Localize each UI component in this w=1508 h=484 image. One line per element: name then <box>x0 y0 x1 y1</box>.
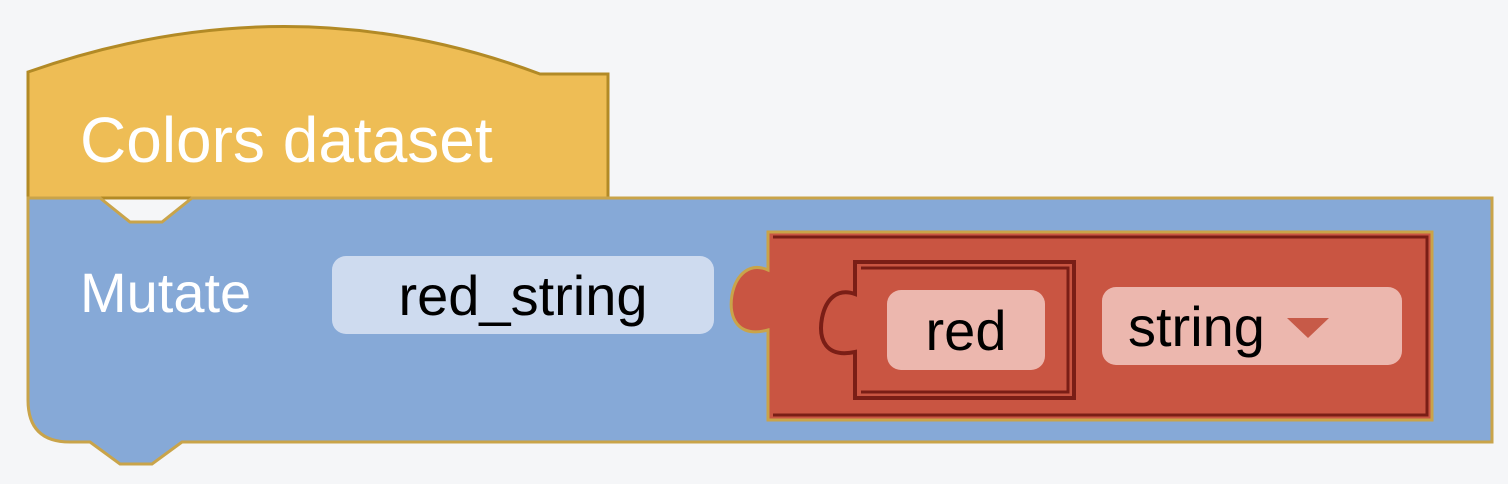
variable-field[interactable]: red_string <box>332 256 714 334</box>
value-field[interactable]: red <box>887 290 1045 370</box>
cast-block-inner-outline <box>773 235 1429 417</box>
variable-field-text: red_string <box>398 263 648 327</box>
value-block-inner-outline <box>861 266 1070 394</box>
dropdown-arrow-icon <box>1286 318 1329 338</box>
hat-block-title: Colors dataset <box>80 104 493 176</box>
hat-block-body[interactable] <box>26 25 610 200</box>
type-dropdown[interactable]: string <box>1102 287 1402 365</box>
type-dropdown-text: string <box>1128 294 1265 358</box>
value-field-text: red <box>925 298 1007 362</box>
mutate-label: Mutate <box>80 261 252 324</box>
